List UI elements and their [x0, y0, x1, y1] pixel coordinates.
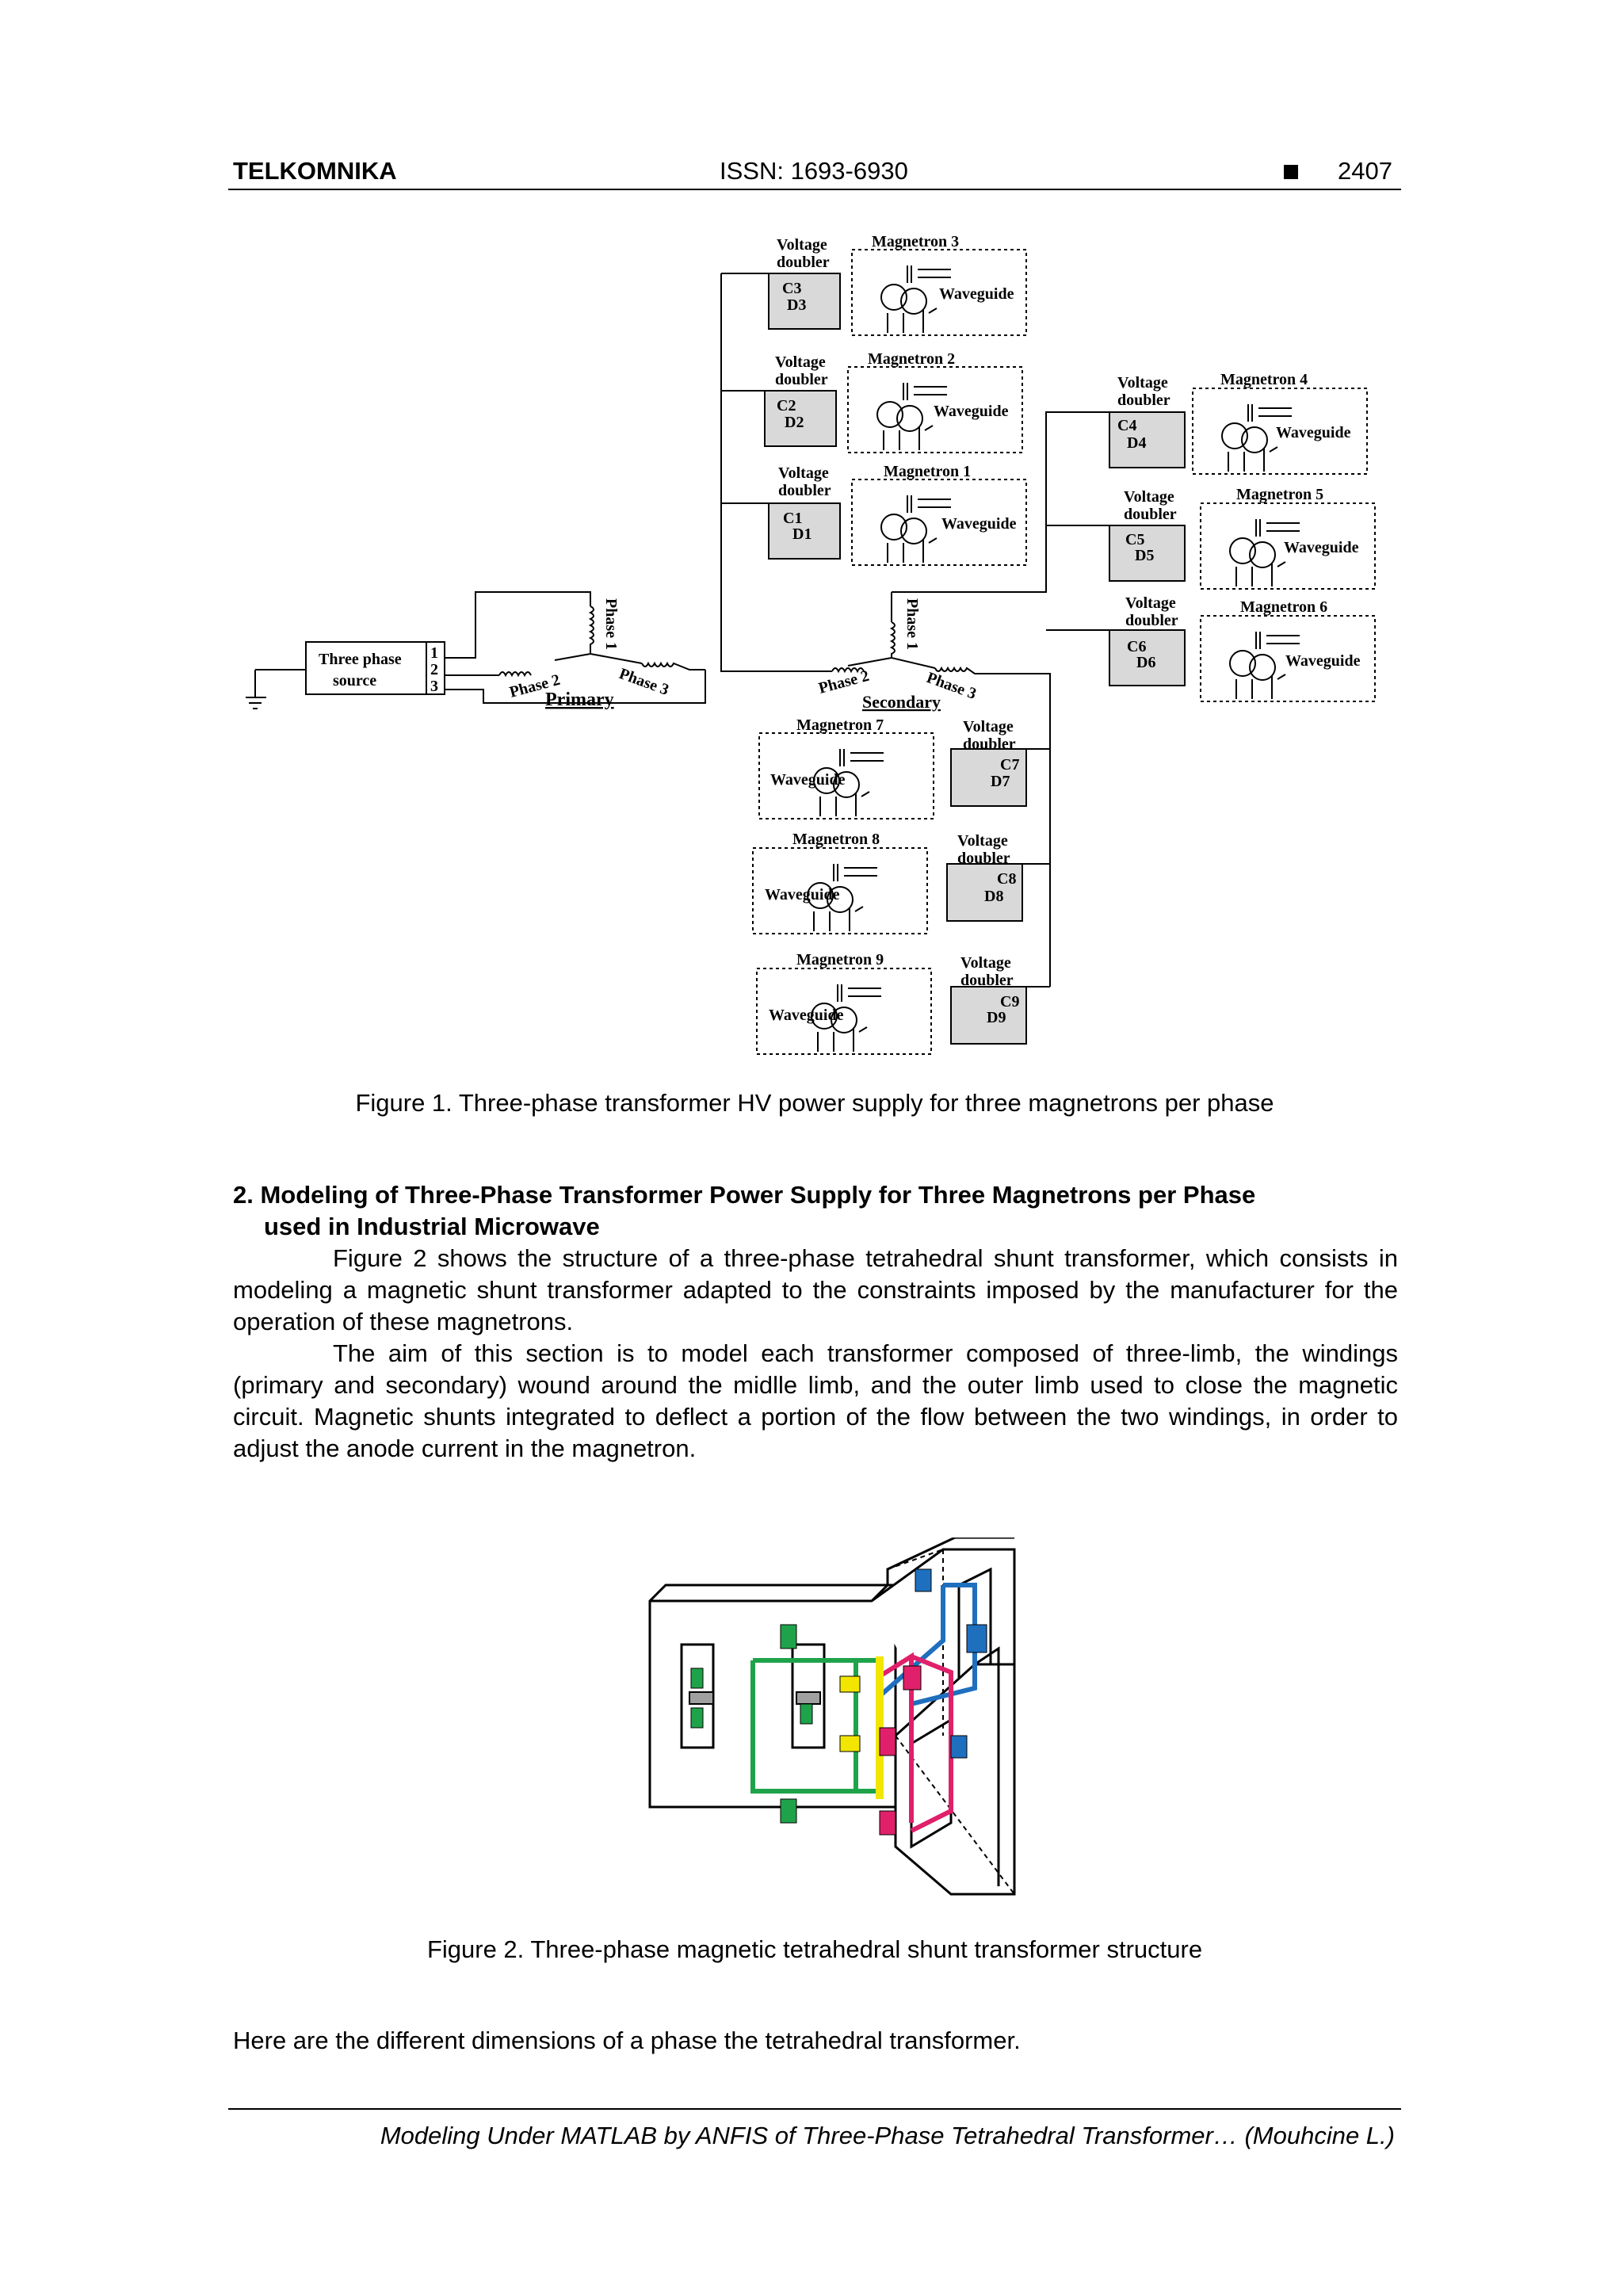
page-footer: Modeling Under MATLAB by ANFIS of Three-…: [380, 2122, 1395, 2149]
vd5-label-2: doubler: [1124, 506, 1177, 523]
waveguide-4-label: Waveguide: [1276, 424, 1351, 441]
terminal-3: 3: [430, 678, 438, 695]
page-number: 2407: [1338, 157, 1392, 185]
primary-phase1-label: Phase 1: [602, 598, 620, 650]
vd3-label-2: doubler: [777, 254, 830, 271]
header-rule: [228, 189, 1401, 190]
vd9-label-1: Voltage: [960, 954, 1011, 972]
waveguide-8-label: Waveguide: [765, 886, 840, 904]
secondary-label: Secondary: [862, 692, 941, 712]
c6-label: C6: [1127, 638, 1146, 655]
d9-label: D9: [987, 1009, 1006, 1026]
magnetron-8-label: Magnetron 8: [792, 831, 880, 848]
d8-label: D8: [984, 888, 1003, 905]
magnetron-7-label: Magnetron 7: [796, 716, 884, 734]
d1-label: D1: [792, 525, 812, 543]
figure-1-circuit-diagram: Three phase source 1 2 3 Primary Seconda…: [246, 233, 1376, 1055]
primary-phase3-label: Phase 3: [617, 665, 671, 699]
waveguide-7-label: Waveguide: [770, 771, 846, 789]
issn: ISSN: 1693-6930: [720, 157, 908, 185]
terminal-1: 1: [430, 644, 438, 662]
terminal-2: 2: [430, 661, 438, 678]
c9-label: C9: [1000, 993, 1019, 1010]
vd2-label-2: doubler: [775, 371, 828, 388]
vd1-label-2: doubler: [778, 482, 831, 499]
vd8-label-1: Voltage: [957, 832, 1008, 850]
vd8-label-2: doubler: [957, 850, 1010, 867]
magnetron-4-label: Magnetron 4: [1220, 371, 1308, 388]
vd4-label-2: doubler: [1117, 392, 1170, 409]
c2-label: C2: [777, 397, 796, 415]
vd6-label-1: Voltage: [1125, 594, 1176, 612]
vd1-label-1: Voltage: [778, 464, 829, 482]
d5-label: D5: [1135, 547, 1154, 564]
d2-label: D2: [785, 414, 804, 431]
primary-label: Primary: [545, 690, 614, 710]
c5-label: C5: [1125, 531, 1144, 548]
d4-label: D4: [1127, 434, 1146, 452]
vd3-label-1: Voltage: [777, 236, 827, 254]
section-paragraph-2: The aim of this section is to model each…: [233, 1339, 1398, 1462]
figure-2-caption: Figure 2. Three-phase magnetic tetrahedr…: [426, 1935, 1203, 1963]
header-square-bullet: [1284, 165, 1298, 179]
vd2-label-1: Voltage: [775, 353, 826, 371]
section-paragraph-1: Figure 2 shows the structure of a three-…: [233, 1244, 1398, 1335]
vd6-label-2: doubler: [1125, 612, 1178, 629]
waveguide-5-label: Waveguide: [1284, 539, 1359, 556]
c1-label: C1: [783, 510, 802, 527]
section-heading-line1: 2. Modeling of Three-Phase Transformer P…: [233, 1181, 1256, 1209]
c7-label: C7: [1000, 756, 1019, 774]
magnetron-6-label: Magnetron 6: [1240, 598, 1327, 616]
figure-1-caption: Figure 1. Three-phase transformer HV pow…: [355, 1089, 1274, 1117]
secondary-phase1-label: Phase 1: [903, 598, 921, 650]
closing-text: Here are the different dimensions of a p…: [233, 2027, 1021, 2054]
waveguide-2-label: Waveguide: [934, 403, 1009, 420]
waveguide-3-label: Waveguide: [939, 285, 1014, 303]
source-label-line2: source: [333, 672, 376, 690]
d7-label: D7: [991, 773, 1010, 790]
magnetron-3-label: Magnetron 3: [872, 233, 959, 250]
figure-2-transformer-structure: [648, 1538, 1016, 1896]
waveguide-9-label: Waveguide: [769, 1007, 844, 1024]
magnetron-5-label: Magnetron 5: [1236, 486, 1323, 503]
c8-label: C8: [997, 870, 1016, 888]
magnetron-2-label: Magnetron 2: [868, 350, 955, 368]
vd7-label-2: doubler: [963, 735, 1016, 753]
section-heading-line2: used in Industrial Microwave: [264, 1213, 600, 1240]
waveguide-6-label: Waveguide: [1285, 652, 1361, 670]
vd5-label-1: Voltage: [1124, 488, 1174, 506]
d3-label: D3: [787, 296, 806, 314]
waveguide-1-label: Waveguide: [941, 515, 1017, 533]
source-label-line1: Three phase: [319, 651, 402, 668]
vd7-label-1: Voltage: [963, 718, 1014, 735]
magnetron-9-label: Magnetron 9: [796, 951, 884, 968]
magnetron-1-label: Magnetron 1: [884, 463, 971, 480]
vd4-label-1: Voltage: [1117, 374, 1168, 392]
footer-rule: [228, 2108, 1401, 2110]
c3-label: C3: [782, 280, 801, 297]
d6-label: D6: [1136, 654, 1155, 671]
vd9-label-2: doubler: [960, 972, 1014, 989]
journal-name: TELKOMNIKA: [233, 157, 397, 185]
c4-label: C4: [1117, 417, 1136, 434]
